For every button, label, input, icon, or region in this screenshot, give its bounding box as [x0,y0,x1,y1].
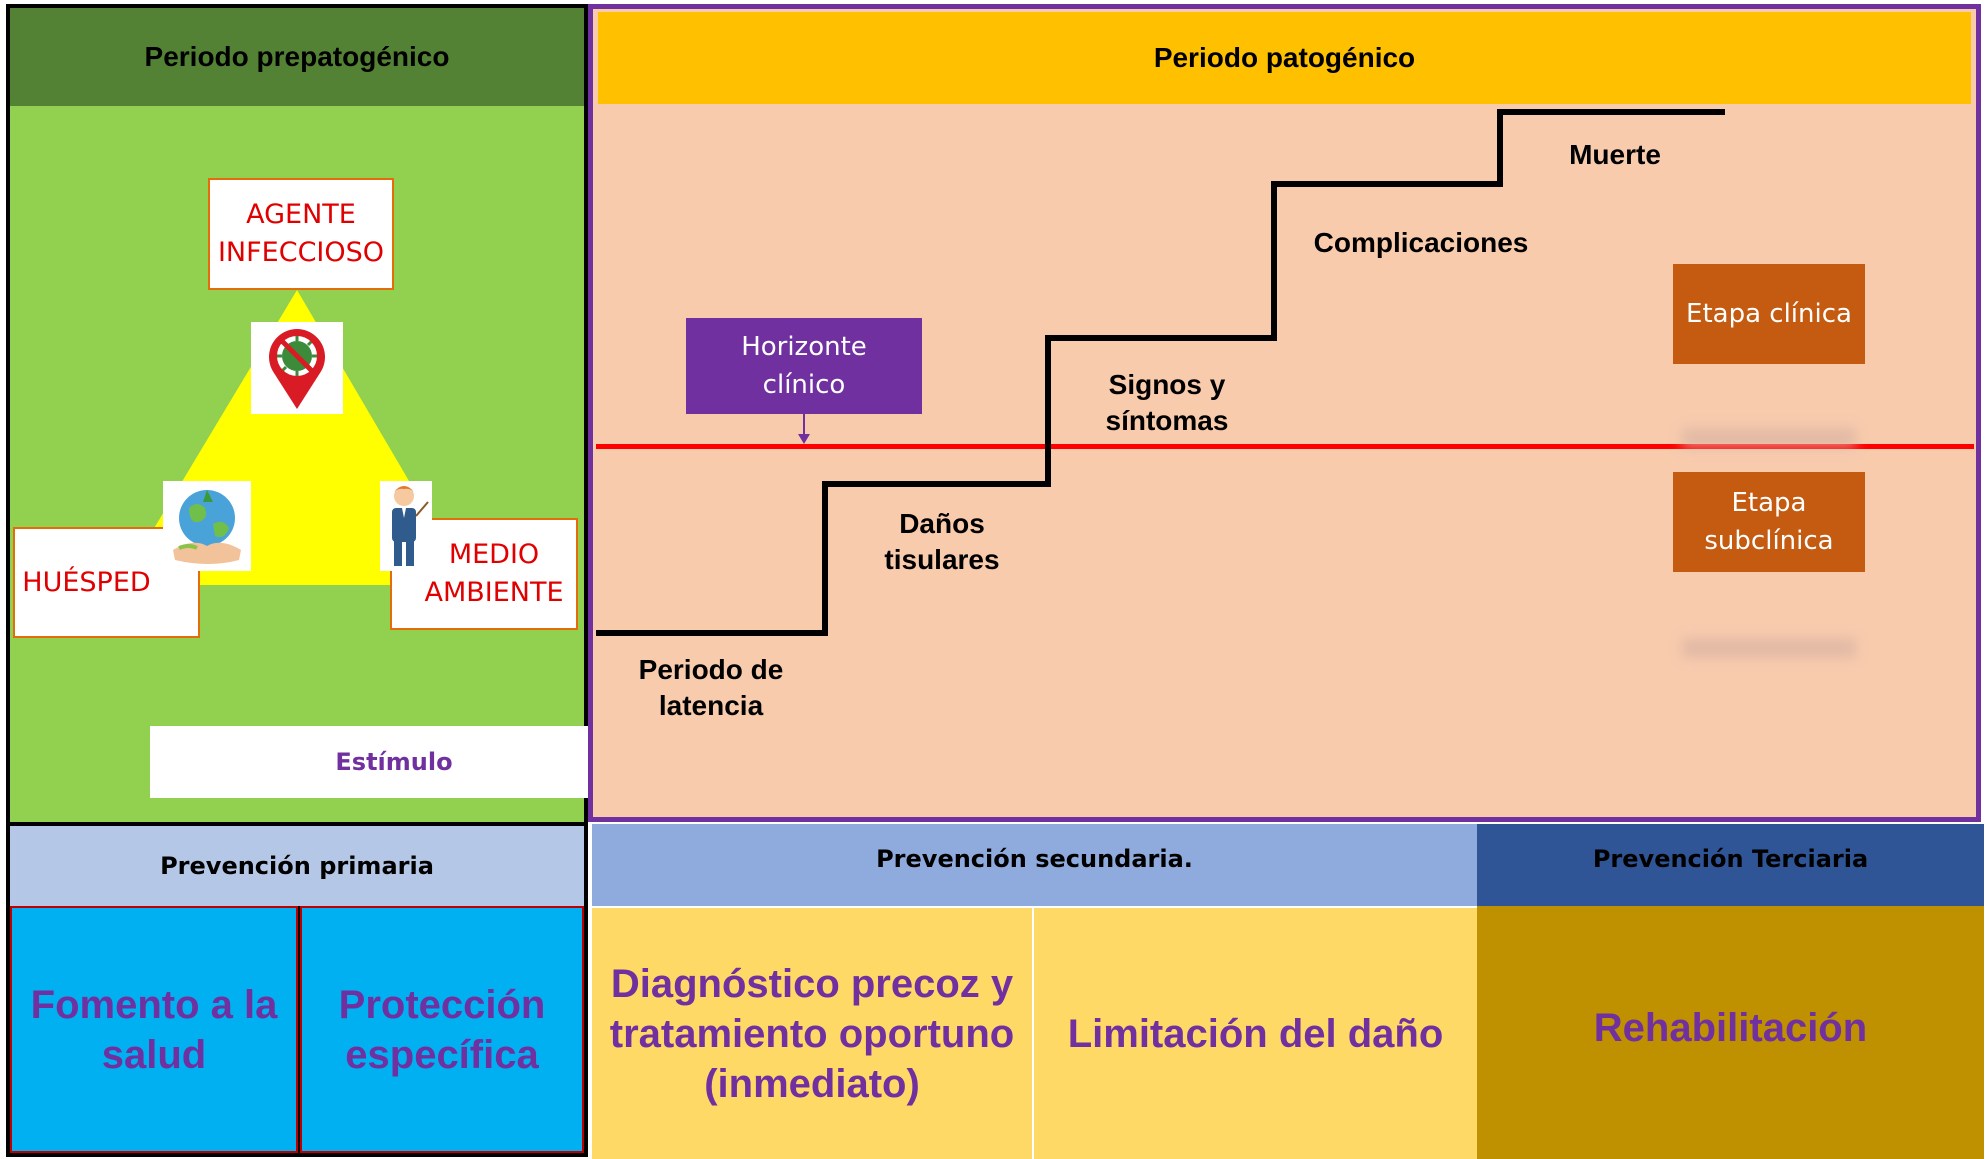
prevencion-secundaria-title: Prevención secundaria. [876,845,1193,873]
fomento-salud-cell: Fomento a la salud [10,906,298,1153]
prepatogenic-header: Periodo prepatogénico [10,8,584,106]
teacher-person-icon [380,481,432,571]
prevencion-primaria-header: Prevención primaria [10,826,584,906]
horizonte-clinico-label: Horizonte clínico [741,332,867,400]
prevencion-terciaria-header: Prevención Terciaria [1477,824,1984,906]
horizonte-clinico-line [596,444,1974,449]
etapa-clinica-box: Etapa clínica [1673,264,1865,364]
stage-danos-tisulares: Daños tisulares [884,508,1000,575]
prevencion-secundaria-header: Prevención secundaria. [592,824,1477,906]
prevencion-primaria-title: Prevención primaria [160,852,434,880]
huesped-label: HUÉSPED [22,566,151,598]
rehabilitacion-cell: Rehabilitación [1477,906,1984,1159]
etapa-clinica-label: Etapa clínica [1686,299,1852,329]
stage-latencia: Periodo de latencia [638,654,784,721]
prevencion-terciaria-title: Prevención Terciaria [1592,845,1869,873]
diagnostico-precoz-label: Diagnóstico precoz y tratamiento oportun… [609,961,1015,1106]
etapa-clinica-shadow [1682,428,1856,448]
agente-infeccioso-box: AGENTE INFECCIOSO [208,178,394,290]
horizonte-pointer-arrow [798,414,810,444]
estimulo-arrow [150,726,672,798]
huesped-box: HUÉSPED [13,527,200,638]
etapa-subclinica-box: Etapa subclínica [1673,472,1865,572]
stage-complicaciones: Complicaciones [1313,227,1529,258]
estimulo-text: Estímulo [335,748,453,776]
estimulo-label: Estímulo [150,726,638,798]
disease-progression-staircase [596,109,1725,636]
stage-signos-sintomas: Signos y síntomas [1105,369,1229,436]
patogenic-header: Periodo patogénico [598,12,1971,104]
etapa-subclinica-shadow [1682,638,1856,658]
prepatogenic-title: Periodo prepatogénico [144,41,450,72]
etapa-subclinica-label: Etapa subclínica [1704,488,1834,556]
earth-in-hand-icon [163,481,251,571]
patogenic-title: Periodo patogénico [1153,42,1416,73]
agente-infeccioso-label: AGENTE INFECCIOSO [217,199,385,268]
diagnostico-precoz-cell: Diagnóstico precoz y tratamiento oportun… [592,908,1032,1159]
proteccion-especifica-cell: Protección específica [300,906,584,1153]
fomento-salud-label: Fomento a la salud [30,982,278,1077]
medio-ambiente-label: MEDIO AMBIENTE [424,539,564,608]
proteccion-especifica-label: Protección específica [338,982,546,1077]
stage-muerte: Muerte [1569,139,1661,170]
limitacion-dano-label: Limitación del daño [1067,1011,1444,1056]
horizonte-clinico-box: Horizonte clínico [686,318,922,414]
rehabilitacion-label: Rehabilitación [1593,1005,1868,1050]
limitacion-dano-cell: Limitación del daño [1034,908,1477,1159]
virus-pin-icon [251,322,343,414]
